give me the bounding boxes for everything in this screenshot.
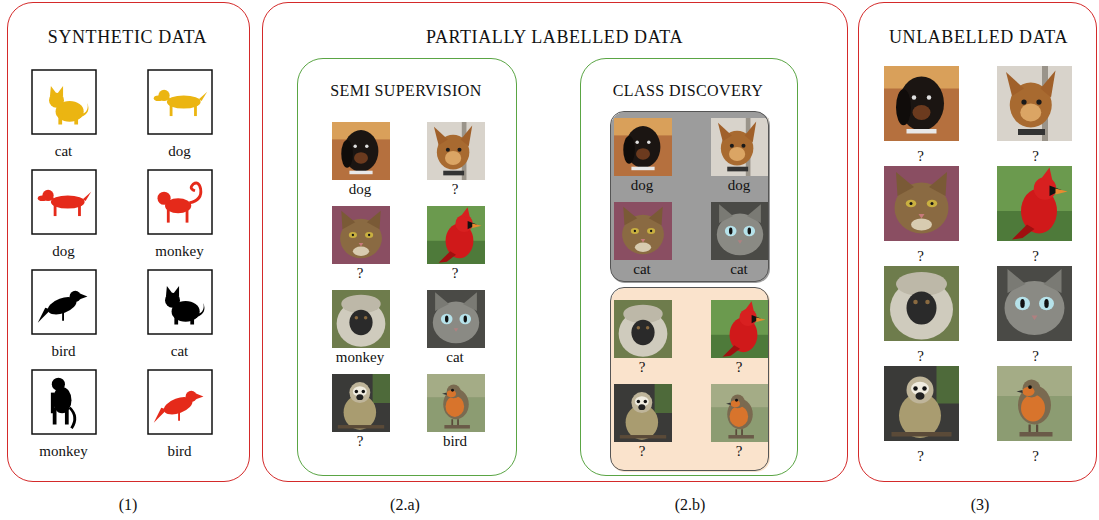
image-caption: monkey	[155, 242, 203, 259]
dog-photo	[614, 118, 672, 176]
bird-photo	[711, 384, 769, 442]
data-panel: SYNTHETIC DATA cat dog dog monkey bird cat monk…	[7, 2, 250, 482]
monkey-photo	[614, 384, 672, 442]
image-caption: ?	[452, 181, 459, 198]
dog-photo	[711, 118, 769, 176]
dog-photo	[997, 66, 1072, 141]
cat-photo	[997, 266, 1072, 341]
tile-frame	[32, 70, 96, 134]
image-caption: ?	[1032, 147, 1039, 164]
image-caption: dog	[631, 177, 654, 194]
image-caption: ?	[917, 247, 924, 264]
setting-panel: CLASS DISCOVERY dog dog cat cat????	[580, 58, 798, 476]
setting-panel: SEMI SUPERVISION dog??? monkey cat? bird	[297, 58, 517, 476]
panel-title: CLASS DISCOVERY	[613, 82, 763, 100]
panel-number: (1)	[119, 496, 138, 514]
image-caption: bird	[167, 442, 191, 459]
data-panel: PARTIALLY LABELLED DATA SEMI SUPERVISION d…	[262, 2, 848, 482]
image-caption: ?	[357, 433, 364, 450]
image-caption: dog	[168, 142, 191, 159]
synthetic-tiles	[32, 70, 212, 434]
image-caption: ?	[736, 359, 743, 376]
image-caption: ?	[1032, 347, 1039, 364]
tile-frame	[32, 370, 96, 434]
bird-photo	[711, 300, 769, 358]
dog-photo	[332, 122, 390, 180]
image-caption: dog	[52, 242, 75, 259]
image-caption: ?	[917, 347, 924, 364]
image-caption: cat	[55, 142, 72, 159]
monkey-photo	[614, 300, 672, 358]
tile-frame	[148, 370, 212, 434]
discovery-photos	[614, 118, 769, 442]
image-caption: cat	[730, 261, 747, 278]
monkey-photo	[884, 266, 959, 341]
monkey-photo	[332, 290, 390, 348]
cat-silhouette	[165, 286, 204, 324]
known-class-box: dog dog cat cat	[610, 111, 769, 282]
dog-silhouette	[38, 190, 91, 216]
bird-photo	[997, 166, 1072, 241]
panel-title: PARTIALLY LABELLED DATA	[426, 28, 683, 48]
image-caption: ?	[736, 443, 743, 460]
data-panel: UNLABELLED DATA????????	[858, 2, 1097, 482]
image-caption: ?	[1032, 447, 1039, 464]
panel-title: UNLABELLED DATA	[889, 28, 1068, 48]
cat-photo	[884, 166, 959, 241]
monkey-photo	[332, 374, 390, 432]
cat-photo	[332, 206, 390, 264]
cat-photo	[711, 202, 769, 260]
monkey-photo	[884, 366, 959, 441]
panel-number: (2.b)	[675, 496, 706, 514]
image-caption: ?	[917, 147, 924, 164]
image-caption: monkey	[39, 442, 87, 459]
cat-photo	[614, 202, 672, 260]
semi-photos	[332, 122, 485, 432]
image-caption: bird	[443, 433, 467, 450]
image-caption: dog	[728, 177, 751, 194]
image-caption: dog	[349, 181, 372, 198]
dog-silhouette	[154, 90, 207, 116]
unlabelled-photos	[884, 66, 1072, 441]
cat-photo	[427, 290, 485, 348]
image-caption: ?	[639, 443, 646, 460]
image-caption: cat	[633, 261, 650, 278]
image-caption: monkey	[336, 349, 384, 366]
image-caption: ?	[452, 265, 459, 282]
tile-frame	[148, 270, 212, 334]
dog-photo	[427, 122, 485, 180]
tile-frame	[32, 270, 96, 334]
monkey-silhouette	[158, 183, 201, 223]
image-caption: ?	[357, 265, 364, 282]
bird-photo	[997, 366, 1072, 441]
image-caption: ?	[639, 359, 646, 376]
monkey-silhouette	[51, 378, 75, 429]
image-caption: ?	[1032, 247, 1039, 264]
panel-number: (3)	[971, 496, 990, 514]
bird-silhouette	[38, 291, 88, 323]
image-caption: cat	[446, 349, 463, 366]
unknown-class-box: ????	[610, 287, 769, 471]
image-caption: bird	[51, 342, 75, 359]
dog-photo	[884, 66, 959, 141]
grey-ground	[611, 112, 770, 283]
image-caption: cat	[171, 342, 188, 359]
panel-title: SEMI SUPERVISION	[330, 82, 481, 100]
tile-frame	[148, 170, 212, 234]
bird-photo	[427, 206, 485, 264]
panel-title: SYNTHETIC DATA	[48, 28, 207, 48]
bird-silhouette	[154, 391, 204, 423]
cat-silhouette	[49, 86, 88, 124]
peach-ground	[611, 288, 770, 472]
panel-number: (2.a)	[390, 496, 420, 514]
image-caption: ?	[917, 447, 924, 464]
tile-frame	[32, 170, 96, 234]
tile-frame	[148, 70, 212, 134]
bird-photo	[427, 374, 485, 432]
